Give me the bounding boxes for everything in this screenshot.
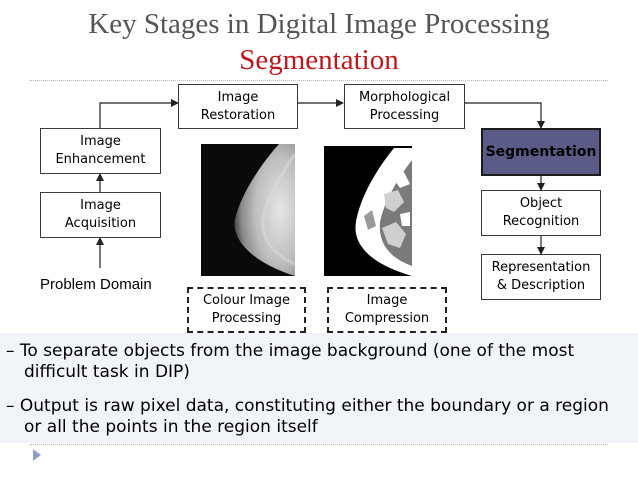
bullet-2-line1: – Output is raw pixel data, constituting… bbox=[6, 396, 609, 416]
segmentation-box: Segmentation bbox=[481, 128, 601, 176]
image-enhancement-box: Image Enhancement bbox=[40, 128, 161, 174]
bullet-panel bbox=[0, 333, 638, 443]
representation-description-box: Representation & Description bbox=[481, 254, 601, 300]
slide-title: Key Stages in Digital Image Processing bbox=[88, 8, 550, 40]
problem-domain-label: Problem Domain bbox=[40, 276, 152, 293]
bullet-item-2: – Output is raw pixel data, constituting… bbox=[6, 396, 609, 438]
mammogram-image bbox=[201, 144, 295, 276]
top-divider bbox=[30, 80, 608, 81]
image-acquisition-box: Image Acquisition bbox=[40, 192, 161, 238]
bullet-1-line2: difficult task in DIP) bbox=[24, 362, 190, 382]
bullet-item-1: – To separate objects from the image bac… bbox=[6, 341, 574, 383]
image-restoration-box: Image Restoration bbox=[178, 84, 298, 129]
morphological-processing-box: Morphological Processing bbox=[344, 84, 465, 129]
bullet-1-line1: – To separate objects from the image bac… bbox=[6, 341, 575, 361]
segmented-image bbox=[324, 146, 412, 276]
slide-subtitle: Segmentation bbox=[239, 44, 399, 76]
colour-image-processing-box: Colour Image Processing bbox=[187, 287, 306, 333]
bullet-2-line2: or all the points in the region itself bbox=[24, 417, 318, 437]
object-recognition-box: Object Recognition bbox=[481, 190, 601, 236]
slide-marker-icon bbox=[33, 449, 41, 461]
image-compression-box: Image Compression bbox=[327, 287, 447, 333]
bottom-divider bbox=[30, 444, 608, 445]
